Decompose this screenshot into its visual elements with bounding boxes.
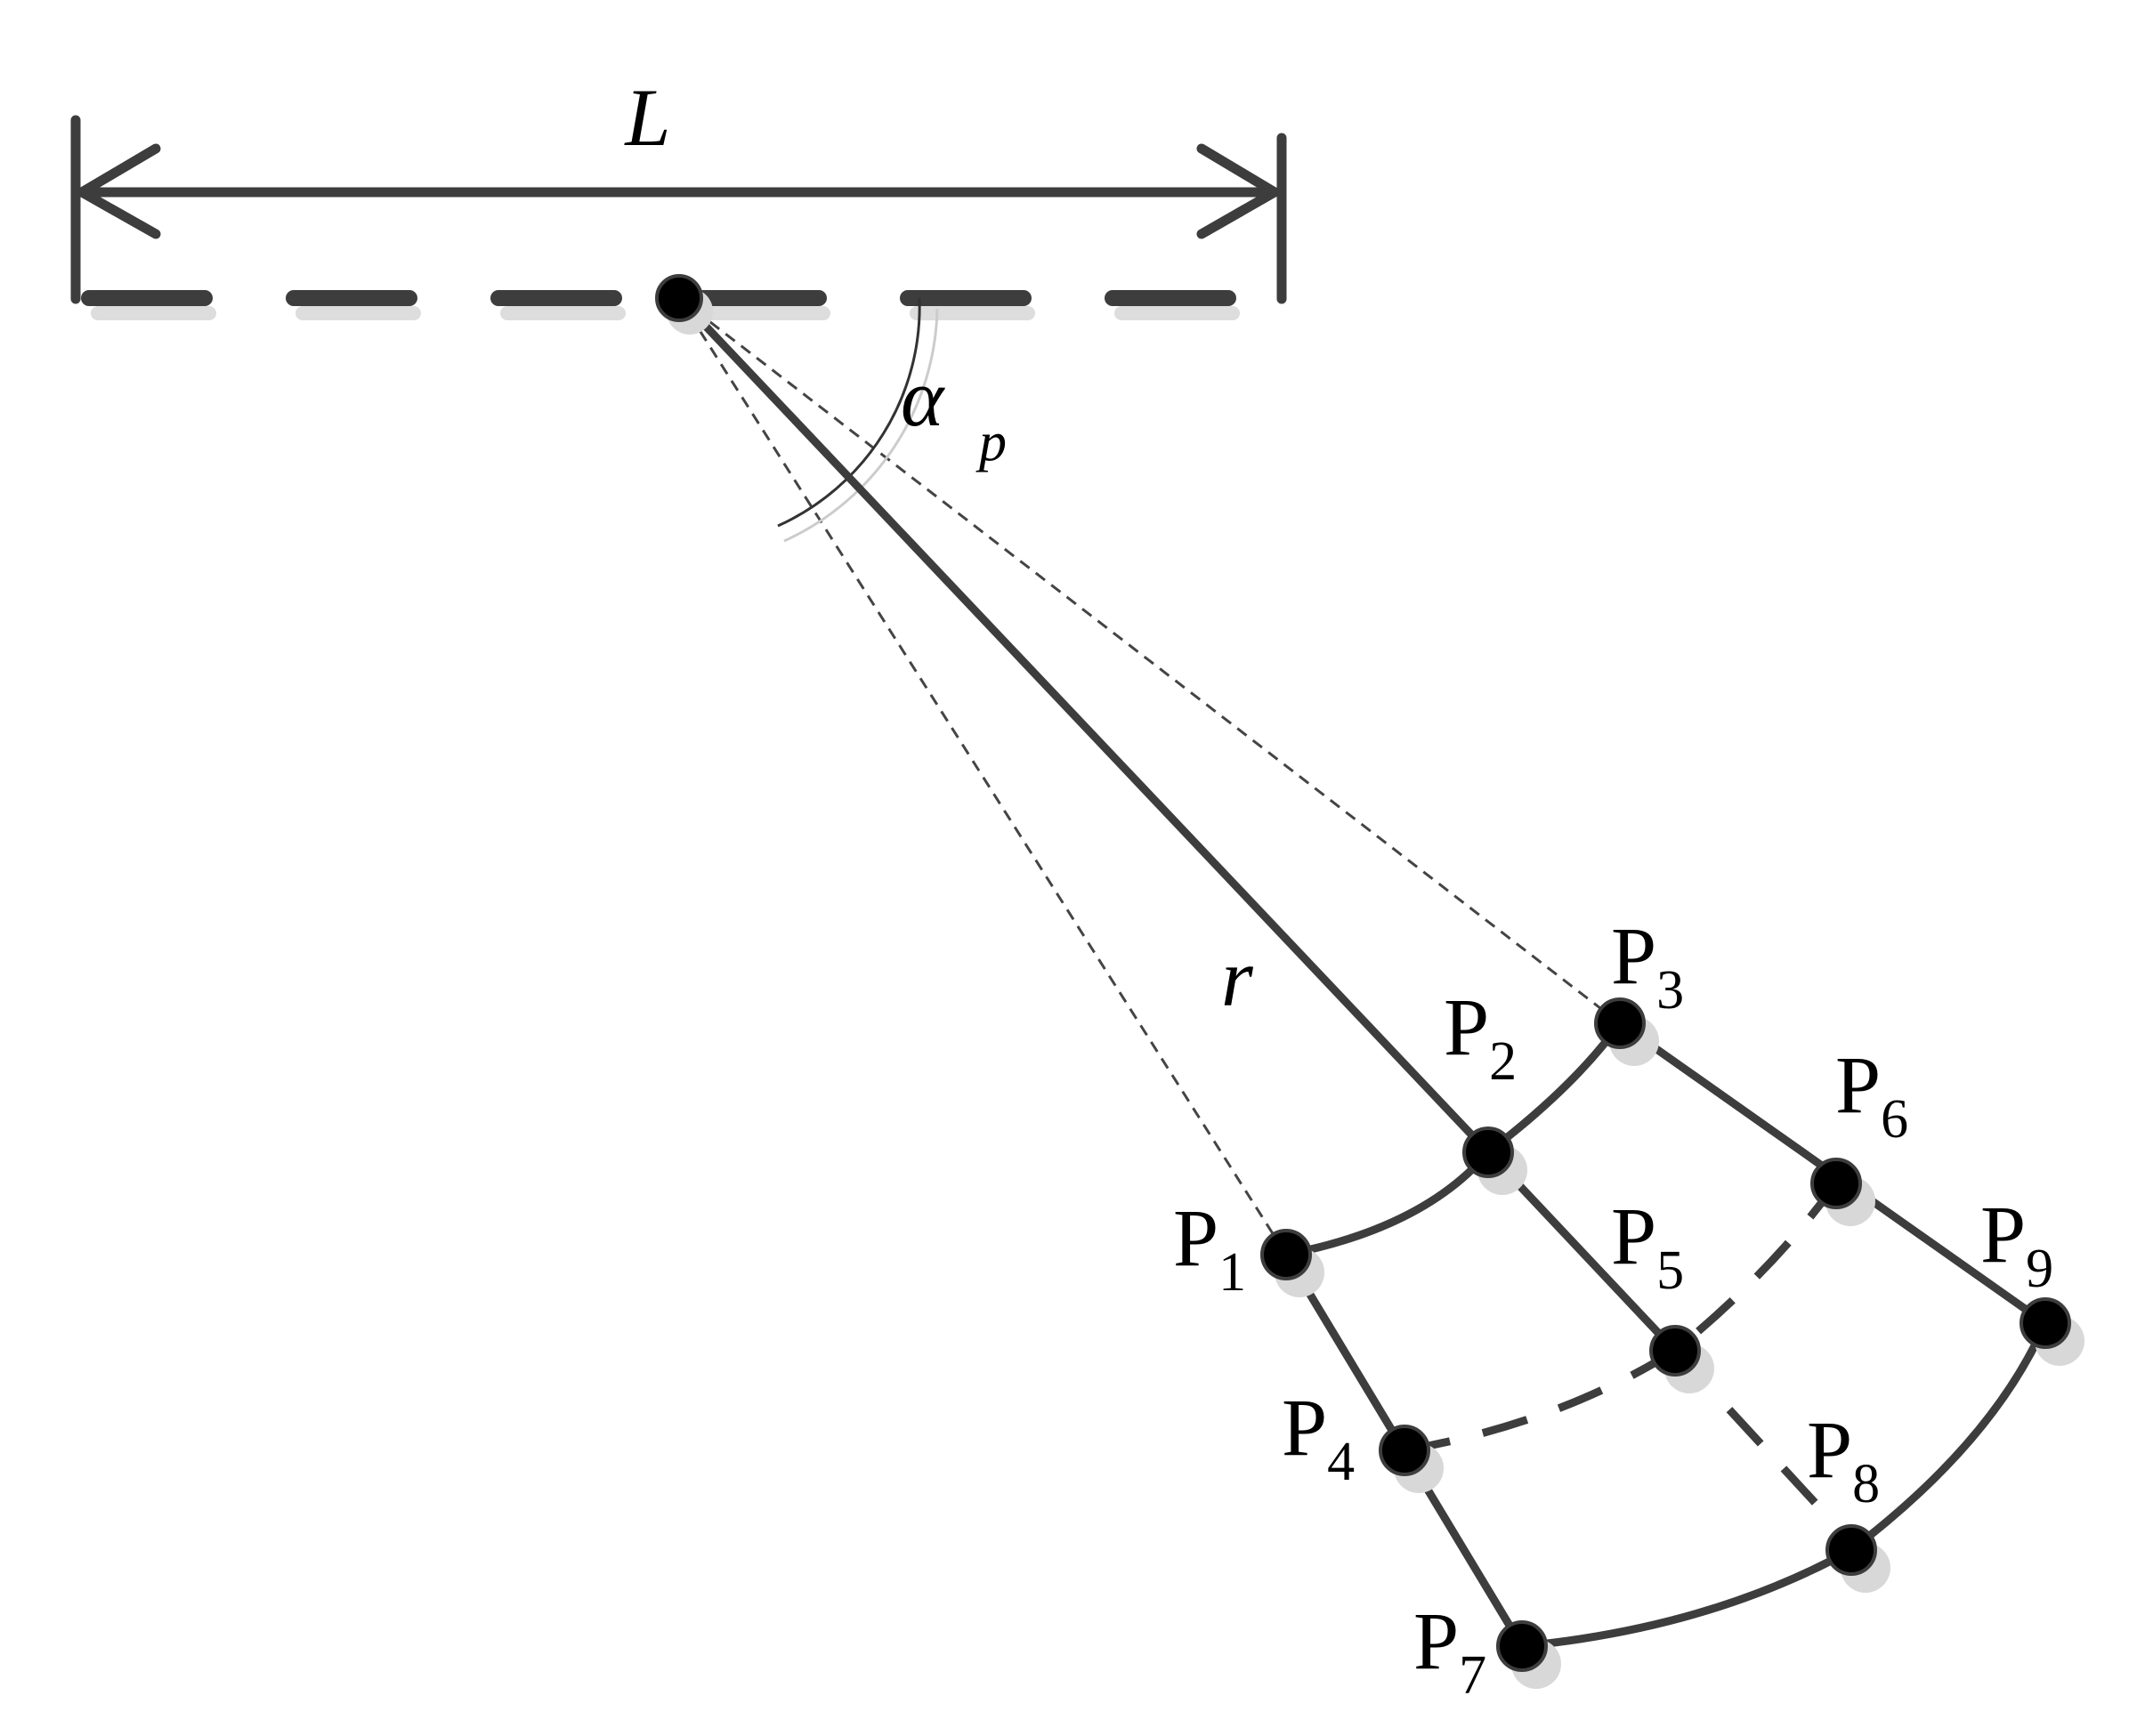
length-label: L — [623, 72, 670, 163]
point-p2 — [1462, 1126, 1527, 1195]
right-arrowhead — [1196, 143, 1280, 239]
point-p5 — [1649, 1325, 1714, 1393]
label-p9: P9 — [1980, 1189, 2053, 1299]
projection-line-p3 — [678, 296, 1621, 1025]
projection-lines — [677, 296, 1621, 1256]
point-labels: P1 P2 P3 P4 P5 P6 P7 P8 P9 — [1173, 910, 2053, 1706]
left-arrowhead — [77, 143, 161, 239]
point-p7 — [1496, 1620, 1561, 1689]
label-p3: P3 — [1611, 910, 1684, 1021]
point-p1 — [1260, 1229, 1324, 1297]
label-p8: P8 — [1807, 1404, 1880, 1514]
angle-arc — [777, 297, 921, 528]
angle-subscript: p — [975, 412, 1007, 472]
point-p6 — [1810, 1158, 1875, 1226]
label-p2: P2 — [1444, 981, 1517, 1092]
label-p6: P6 — [1835, 1039, 1908, 1150]
radius-label: r — [1221, 933, 1254, 1023]
point-p4 — [1379, 1425, 1444, 1493]
length-dimension — [70, 115, 1287, 304]
label-p4: P4 — [1282, 1382, 1355, 1492]
far-arc — [1518, 1319, 2050, 1651]
point-p8 — [1825, 1524, 1890, 1593]
angle-label: α — [901, 352, 945, 443]
radius-line — [675, 294, 1493, 1157]
sample-points — [655, 274, 2084, 1689]
label-p7: P7 — [1413, 1595, 1486, 1706]
label-p1: P1 — [1173, 1192, 1246, 1303]
label-p5: P5 — [1611, 1191, 1684, 1301]
projection-line-p1 — [677, 297, 1288, 1256]
angle-arc-shadow — [783, 308, 939, 543]
middle-arc — [1404, 1181, 1840, 1455]
point-p9 — [2020, 1297, 2084, 1366]
point-p3 — [1594, 997, 1659, 1066]
origin-point — [655, 274, 713, 335]
